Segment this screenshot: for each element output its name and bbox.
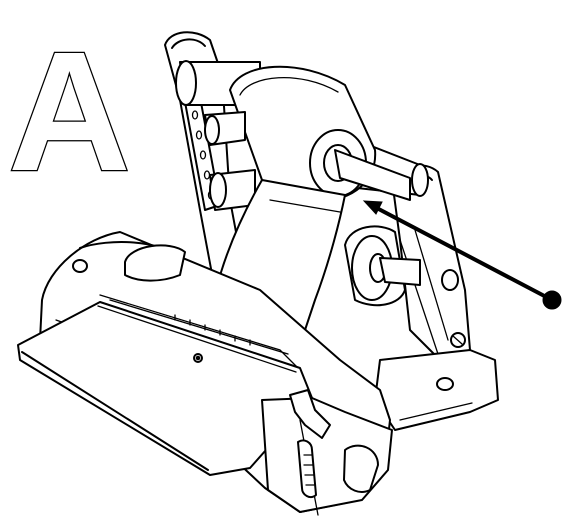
right-housing [261, 389, 393, 516]
lower-roll [344, 225, 421, 307]
lower-rollers [204, 111, 256, 211]
right-support-arm [391, 164, 471, 361]
media-roll [229, 65, 411, 202]
base-tray [374, 349, 499, 431]
callout-pointer-icon [362, 200, 562, 310]
figure-label: A [8, 17, 131, 207]
